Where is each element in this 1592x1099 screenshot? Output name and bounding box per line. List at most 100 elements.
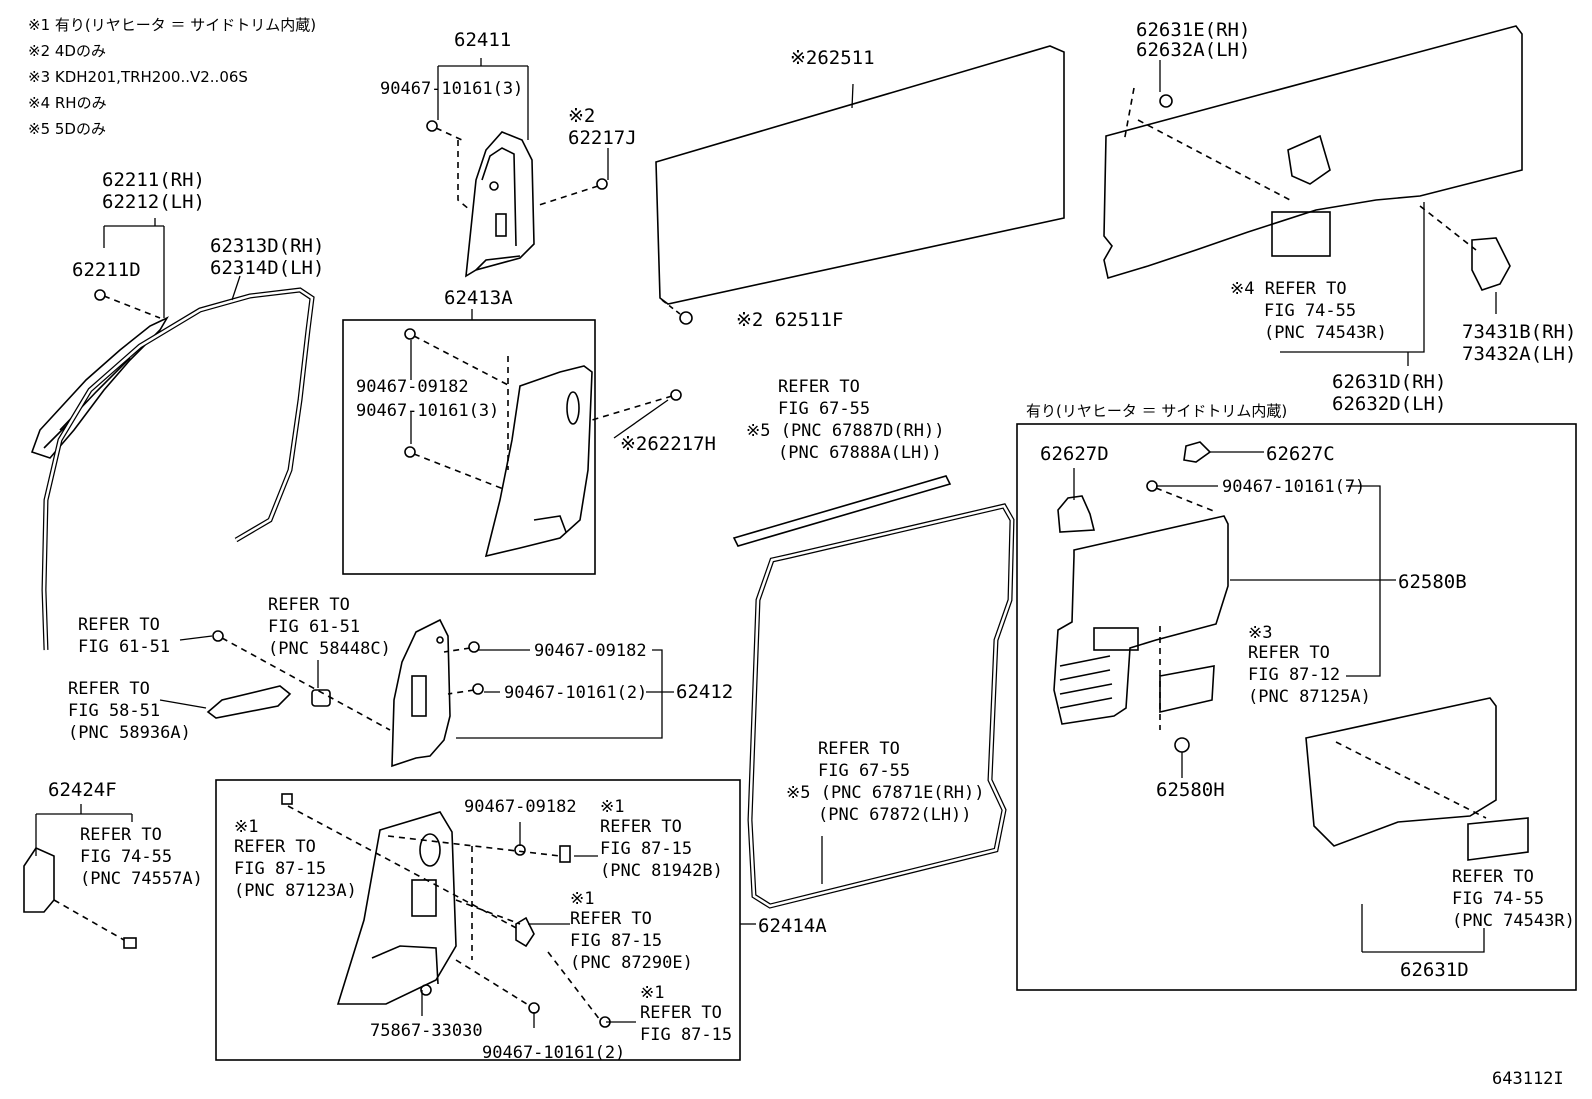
label-62411: 62411 [454, 29, 511, 51]
leader-62411-dash [435, 127, 599, 211]
leader-62424F-dash [53, 899, 125, 941]
refer-k-4: (PNC 67872(LH)) [818, 805, 972, 825]
label-62511F: ※2 62511F [736, 309, 843, 331]
refer-d-3: (PNC 58448C) [268, 639, 391, 659]
label-62314D-lh: 62314D(LH) [210, 257, 324, 279]
label-73432A-lh: 73432A(LH) [1462, 343, 1576, 365]
box-62413A [342, 319, 596, 575]
refer-l-3: FIG 87-12 [1248, 665, 1340, 685]
refer-f-3: (PNC 74557A) [80, 869, 203, 889]
refer-a-3: (PNC 74543R) [1264, 323, 1387, 343]
label-62632A-lh: 62632A(LH) [1136, 39, 1250, 61]
refer-a-1: ※4 REFER TO [1230, 279, 1347, 299]
label-90467-09182-b: 90467-09182 [534, 641, 647, 661]
refer-d-2: FIG 61-51 [268, 617, 360, 637]
leader-62631E-dash [1123, 87, 1477, 251]
box-62414A [215, 779, 741, 1061]
label-62412: 62412 [676, 681, 733, 703]
pillar-trim-62411 [426, 120, 608, 278]
refer-f-2: FIG 74-55 [80, 847, 172, 867]
label-62413A: 62413A [444, 287, 513, 309]
refer-k-1: REFER TO [818, 739, 900, 759]
refer-m-2: FIG 74-55 [1452, 889, 1544, 909]
refer-h-4: (PNC 81942B) [600, 861, 723, 881]
callout-lines [35, 58, 1497, 1028]
refer-j-3: FIG 87-15 [640, 1025, 732, 1045]
refer-h-2: REFER TO [600, 817, 682, 837]
refer-c-2: FIG 61-51 [78, 637, 170, 657]
rear-trim-panel-62631D [1103, 25, 1523, 291]
a-pillar-trim-62211 [30, 289, 169, 459]
label-90467-10161-2a: 90467-10161(2) [504, 683, 647, 703]
note-4: ※4 RHのみ [28, 94, 107, 112]
label-62511: ※262511 [790, 47, 875, 69]
label-62632D-lh: 62632D(LH) [1332, 393, 1446, 415]
label-90467-09182-a: 90467-09182 [356, 377, 469, 397]
refer-k-2: FIG 67-55 [818, 761, 910, 781]
refer-m-1: REFER TO [1452, 867, 1534, 887]
label-62414A: 62414A [758, 915, 827, 937]
note-5: ※5 5Dのみ [28, 120, 106, 138]
quarter-trim-62414A [281, 793, 611, 1028]
note-2: ※2 4Dのみ [28, 42, 106, 60]
leader-62413A-dash [413, 335, 673, 491]
pillar-trim-62412 [206, 618, 484, 768]
refer-b-1: REFER TO [778, 377, 860, 397]
refer-g-4: (PNC 87123A) [234, 881, 357, 901]
refer-e-3: (PNC 58936A) [68, 723, 191, 743]
refer-k-3: ※5 (PNC 67871E(RH)) [786, 783, 984, 803]
refer-e-1: REFER TO [68, 679, 150, 699]
label-62313D-rh: 62313D(RH) [210, 235, 324, 257]
refer-b-4: (PNC 67888A(LH)) [778, 443, 942, 463]
note-3: ※3 KDH201,TRH200..V2..06S [28, 68, 248, 86]
label-62627D: 62627D [1040, 443, 1109, 465]
leader-62211 [103, 295, 161, 319]
refer-i-4: (PNC 87290E) [570, 953, 693, 973]
box-rear-heater [1016, 423, 1577, 991]
refer-j-1: ※1 [640, 983, 664, 1003]
label-62424F: 62424F [48, 779, 117, 801]
refer-l-1: ※3 [1248, 623, 1272, 643]
refer-f-1: REFER TO [80, 825, 162, 845]
label-62211-rh: 62211(RH) [102, 169, 205, 191]
refer-m-3: (PNC 74543R) [1452, 911, 1575, 931]
panel-62511 [655, 45, 1065, 325]
refer-i-3: FIG 87-15 [570, 931, 662, 951]
label-90467-09182-c: 90467-09182 [464, 797, 577, 817]
label-62212-lh: 62212(LH) [102, 191, 205, 213]
refer-h-1: ※1 [600, 797, 624, 817]
leader-62511F-dash [661, 299, 681, 315]
label-90467-10161-3b: 90467-10161(3) [356, 401, 499, 421]
rear-heater-parts [1053, 441, 1529, 861]
label-73431B-rh: 73431B(RH) [1462, 321, 1576, 343]
leader-62414A-dash [287, 805, 601, 1021]
label-62217H: ※262217H [620, 433, 716, 455]
label-62631D-rh: 62631D(RH) [1332, 371, 1446, 393]
label-62631E-rh: 62631E(RH) [1136, 19, 1250, 41]
refer-g-2: REFER TO [234, 837, 316, 857]
refer-g-1: ※1 [234, 817, 258, 837]
label-90467-10161-3a: 90467-10161(3) [380, 79, 523, 99]
pillar-lower-62413A [404, 328, 682, 558]
refer-i-2: REFER TO [570, 909, 652, 929]
label-62217J: 62217J [568, 127, 637, 149]
refer-j-2: REFER TO [640, 1003, 722, 1023]
label-62627C: 62627C [1266, 443, 1335, 465]
label-62211D: 62211D [72, 259, 141, 281]
box-header: 有り(リヤヒータ ＝ サイドトリム内蔵) [1026, 402, 1287, 420]
weatherstrip-62313D [41, 287, 315, 651]
label-62580B: 62580B [1398, 571, 1467, 593]
refer-i-1: ※1 [570, 889, 594, 909]
refer-d-1: REFER TO [268, 595, 350, 615]
label-75867-33030: 75867-33030 [370, 1021, 483, 1041]
refer-e-2: FIG 58-51 [68, 701, 160, 721]
refer-l-4: (PNC 87125A) [1248, 687, 1371, 707]
door-weatherstrips [732, 475, 1015, 909]
leader-62412-dash [221, 637, 475, 731]
label-90467-10161-2b: 90467-10161(2) [482, 1043, 625, 1063]
label-fig-id: 643112I [1492, 1069, 1564, 1089]
refer-a-2: FIG 74-55 [1264, 301, 1356, 321]
label-90467-10161-7: 90467-10161(7) [1222, 477, 1365, 497]
refer-b-3: ※5 (PNC 67887D(RH)) [746, 421, 944, 441]
